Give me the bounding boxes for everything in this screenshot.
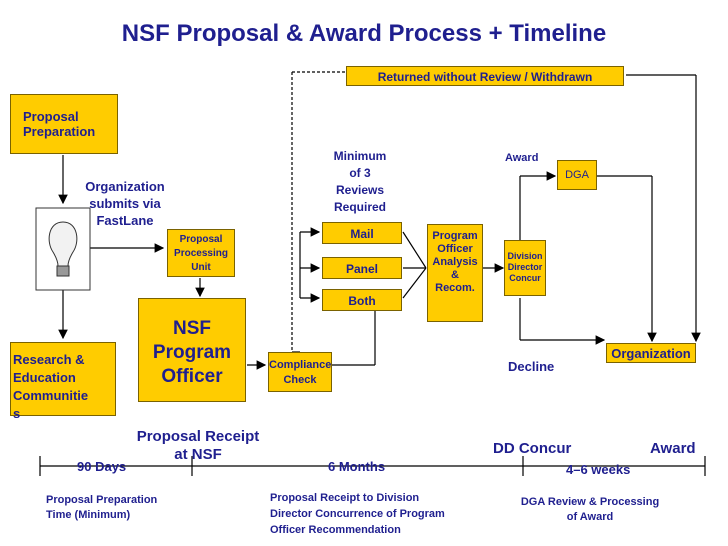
panel-box: Panel xyxy=(322,257,402,279)
po-analysis-box: Program Officer Analysis & Recom. xyxy=(427,224,483,322)
both-box: Both xyxy=(322,289,402,311)
min-reviews-label: Minimum of 3 Reviews Required xyxy=(333,149,387,214)
both-to-po xyxy=(402,267,427,299)
prep-time-label: Proposal Preparation Time (Minimum) xyxy=(46,494,158,521)
six-months-label: 6 Months xyxy=(328,459,386,474)
ninety-days-label: 90 Days xyxy=(77,459,127,474)
dd-concur-label: DD Concur xyxy=(493,440,572,457)
receipt-to-div-label: Proposal Receipt to Division Director Co… xyxy=(270,492,445,536)
award-timeline-label: Award xyxy=(650,440,696,457)
processing-unit-box: Proposal Processing Unit xyxy=(167,229,235,277)
division-concur-box: Division Director Concur xyxy=(504,240,546,296)
dga-review-label: DGA Review & Processing of Award xyxy=(520,496,660,523)
organization-box: Organization xyxy=(606,343,696,363)
mail-box: Mail xyxy=(322,222,402,244)
lightbulb-icon xyxy=(35,207,91,291)
program-officer-box: NSF Program Officer xyxy=(138,298,246,402)
returned-box: Returned without Review / Withdrawn xyxy=(346,66,624,86)
compliance-box: Compliance Check xyxy=(268,352,332,392)
page-title: NSF Proposal & Award Process + Timeline xyxy=(121,20,607,47)
award-label: Award xyxy=(505,152,539,164)
org-submits-label: Organization submits via FastLane xyxy=(85,179,165,228)
research-box: Research & Education Communitie s xyxy=(10,342,116,421)
proposal-prep-box: Proposal Preparation xyxy=(10,94,118,154)
dga-box: DGA xyxy=(557,160,597,190)
mail-to-po xyxy=(402,231,427,269)
decline-label: Decline xyxy=(508,359,555,374)
proposal-receipt-label: Proposal Receipt at NSF xyxy=(136,428,260,463)
four-six-weeks-label: 4–6 weeks xyxy=(566,462,631,477)
